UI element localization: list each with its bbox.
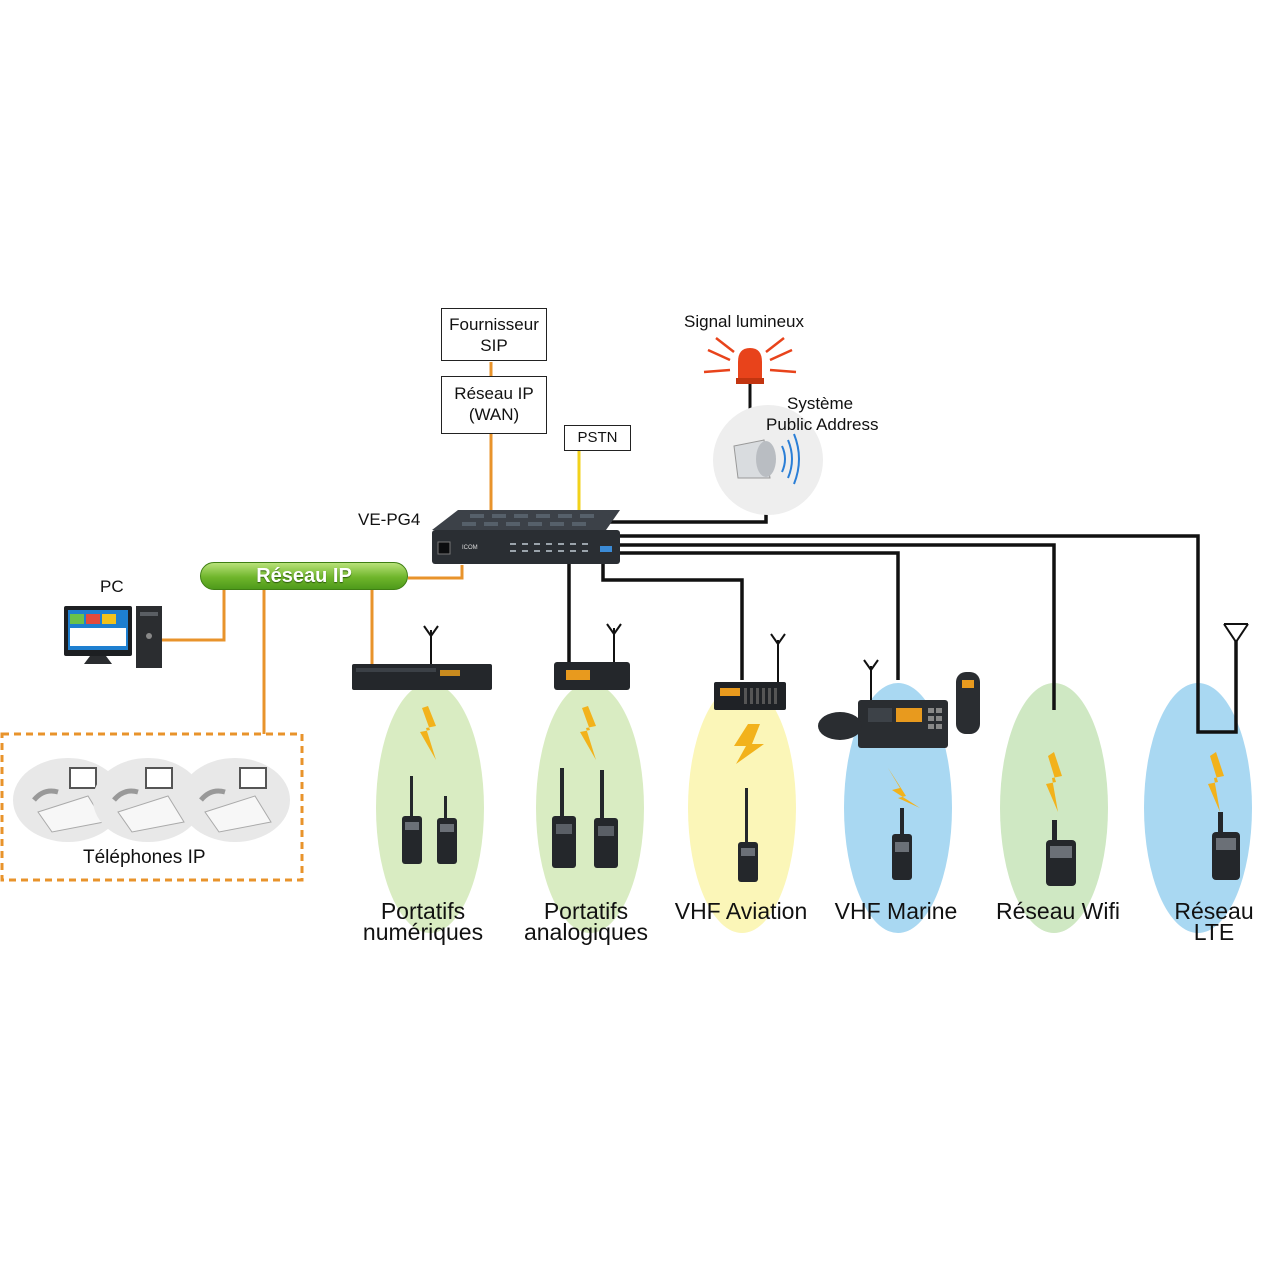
ip-network-pill: Réseau IP	[200, 562, 408, 590]
endpoint-label-line: VHF Aviation	[674, 898, 808, 924]
mobile-radio-analog-icon	[554, 623, 630, 690]
endpoint-label-digital: Portatifs numériques	[362, 898, 484, 945]
handheld-radio-icon	[892, 808, 912, 880]
endpoint-label-line: Portatifs	[543, 898, 629, 924]
coverage-zone-analog	[536, 683, 644, 933]
handheld-radio-icon	[1046, 820, 1076, 886]
handheld-radio-icon	[552, 768, 576, 868]
pstn-label: PSTN	[577, 429, 618, 446]
endpoint-label-line: Réseau Wifi	[996, 898, 1120, 924]
link-marine	[612, 551, 900, 680]
beacon-label: Signal lumineux	[684, 312, 805, 331]
handheld-radio-icon	[738, 788, 758, 882]
ip-phones-label: Téléphones IP	[83, 847, 206, 868]
lte-antenna-icon	[1223, 623, 1249, 644]
speaker-icon	[713, 405, 823, 515]
handheld-radio-icon	[402, 776, 422, 864]
endpoint-label-aviation: VHF Aviation	[674, 898, 808, 924]
endpoint-label-marine: VHF Marine	[834, 898, 958, 924]
handheld-radio-icon	[437, 796, 457, 864]
rack-radio-icon	[352, 625, 492, 690]
gateway-device: ICOM	[432, 510, 620, 564]
wan-label-line1: Réseau IP	[454, 384, 534, 403]
wan-box: Réseau IP (WAN)	[441, 376, 547, 434]
handheld-radio-icon	[594, 770, 618, 868]
pa-system-label-line2: Public Address	[766, 415, 879, 434]
lightning-icon	[580, 706, 596, 760]
sip-provider-label-line2: SIP	[480, 336, 508, 355]
endpoint-label-line: Réseau LTE	[1174, 898, 1254, 945]
endpoint-label-line: numériques	[362, 919, 484, 945]
endpoint-label-wifi: Réseau Wifi	[996, 898, 1120, 924]
lightning-icon	[1046, 752, 1062, 812]
link-aviation	[601, 564, 744, 680]
ip-phones-frame	[0, 732, 304, 882]
lightning-icon	[734, 724, 764, 764]
endpoint-label-lte: Réseau LTE	[1174, 898, 1254, 945]
sip-provider-box: Fournisseur SIP	[441, 308, 547, 361]
sip-provider-label-line1: Fournisseur	[449, 315, 539, 334]
link-gateway-ipnet	[408, 565, 464, 580]
radio-links	[567, 510, 1238, 734]
coverage-zone-digital	[376, 683, 484, 933]
ip-phones	[13, 758, 290, 842]
endpoint-label-line: VHF Marine	[834, 898, 958, 924]
lightning-icon	[888, 768, 920, 808]
pc-icon	[64, 606, 162, 668]
aviation-radio-icon	[714, 633, 786, 710]
lightning-icon	[1208, 752, 1224, 812]
lightning-icon	[420, 706, 436, 760]
coverage-zone-aviation	[688, 683, 796, 933]
handheld-radios	[402, 768, 1240, 886]
marine-radio-icon	[818, 659, 980, 748]
coverage-zone-wifi	[1000, 683, 1108, 933]
gateway-brand-logo: ICOM	[462, 545, 478, 551]
pa-system-label-line1: Système	[787, 394, 854, 413]
link-pa	[600, 510, 768, 524]
ip-links	[162, 362, 493, 734]
handheld-radio-icon	[1212, 812, 1240, 880]
endpoint-label-analog: Portatifs analogiques	[523, 898, 649, 945]
endpoint-label-line: analogiques	[523, 919, 649, 945]
pstn-box: PSTN	[564, 425, 631, 451]
wan-label-line2: (WAN)	[468, 405, 520, 424]
link-lte	[612, 534, 1238, 734]
pc-label: PC	[100, 577, 124, 596]
coverage-zones	[376, 683, 1252, 933]
link-wifi	[612, 543, 1056, 710]
gateway-label: VE-PG4	[358, 510, 421, 529]
link-ipnet-pc	[162, 590, 226, 642]
endpoint-label-line: Portatifs	[380, 898, 466, 924]
wireless-signal-icons	[420, 706, 1224, 812]
